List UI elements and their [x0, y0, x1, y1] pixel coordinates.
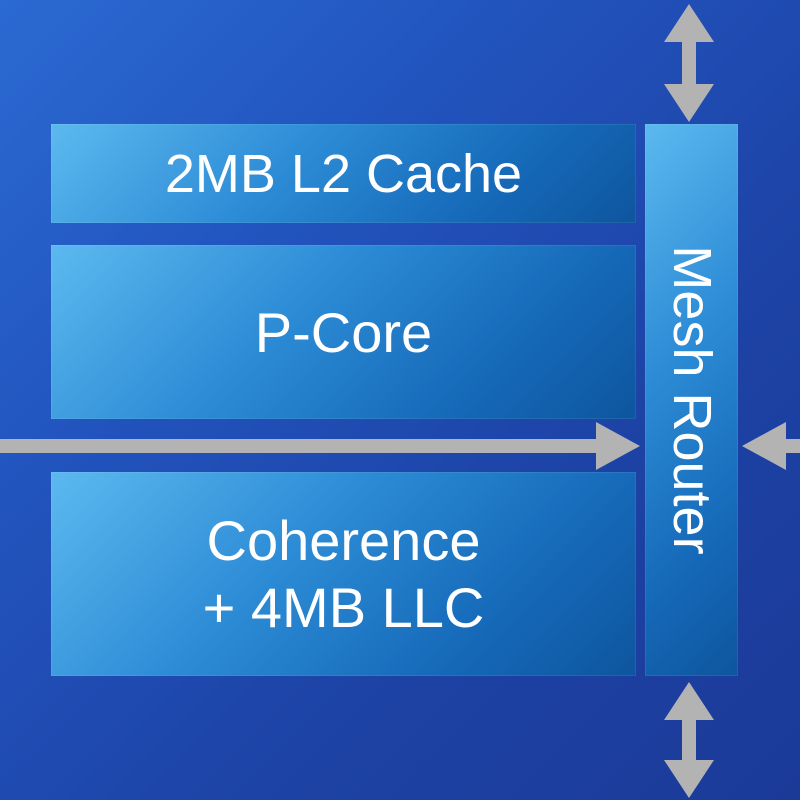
p-core-label: P-Core: [254, 300, 433, 364]
right-input-arrow: [742, 422, 800, 470]
coherence-llc-block: Coherence + 4MB LLC: [51, 472, 636, 676]
p-core-block: P-Core: [51, 245, 636, 419]
llc-label-line1: Coherence: [206, 508, 481, 572]
l2-cache-label: 2MB L2 Cache: [164, 143, 523, 204]
mesh-router-block: Mesh Router: [645, 124, 738, 676]
llc-label-line2: + 4MB LLC: [202, 576, 485, 639]
top-bidirectional-arrow: [664, 4, 714, 122]
left-input-arrow: [0, 422, 640, 470]
l2-cache-block: 2MB L2 Cache: [51, 124, 636, 223]
bottom-bidirectional-arrow: [664, 682, 714, 798]
